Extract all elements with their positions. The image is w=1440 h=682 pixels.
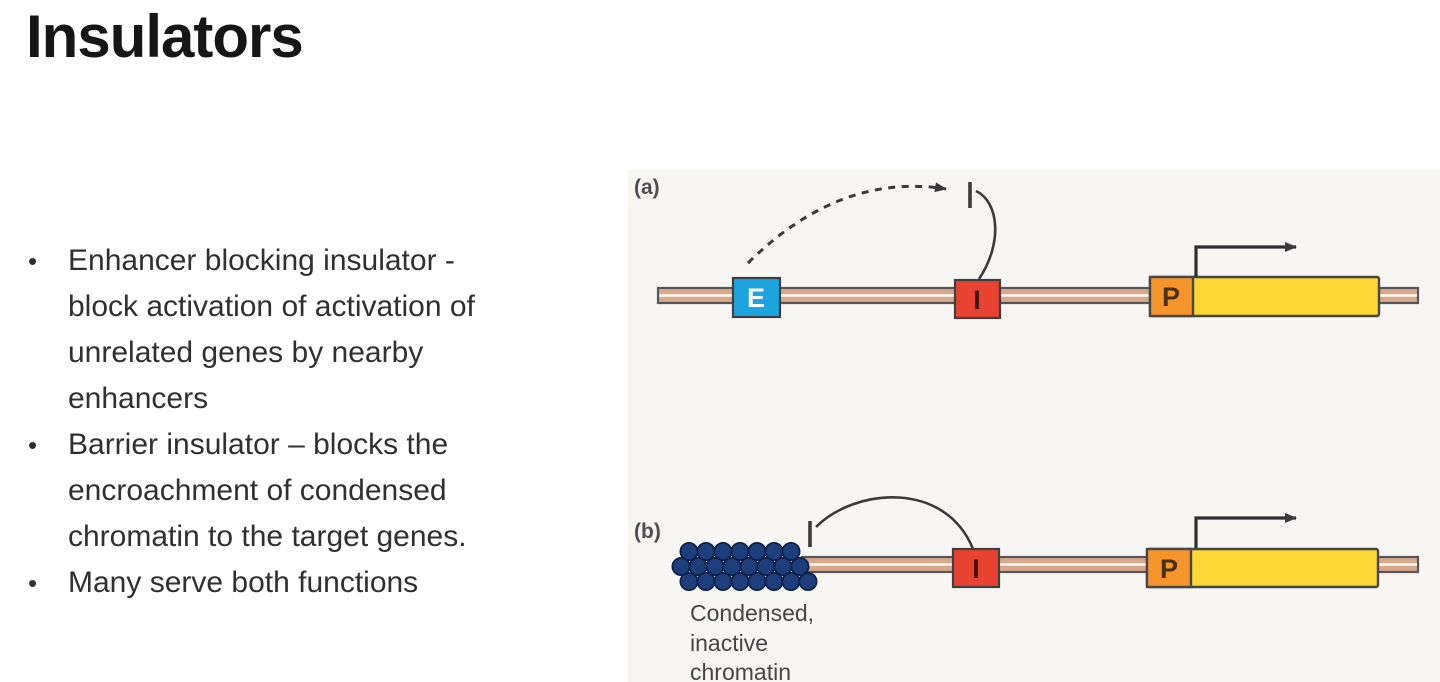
bullet-line: chromatin to the target genes. — [68, 520, 467, 553]
bullet-marker: • — [28, 430, 38, 460]
bullet-line: Many serve both functions — [68, 566, 419, 599]
bullet-marker: • — [28, 246, 38, 276]
page-title: Insulators — [26, 3, 304, 70]
panel-b: (b) — [634, 496, 1420, 682]
insulator-box-a: I — [953, 278, 1002, 320]
transcription-arrow-a — [1194, 242, 1297, 277]
bullet-item-both-functions: • Many serve both functions — [28, 560, 475, 606]
bullet-line: Barrier insulator – blocks the — [68, 428, 449, 461]
insulator-letter: I — [972, 554, 980, 584]
bullet-text: Enhancer blocking insulator - block acti… — [68, 238, 475, 422]
condensed-chromatin-cluster — [671, 542, 818, 592]
enhancer-box-a: E — [731, 276, 782, 319]
insulator-diagram: (a) E I P — [628, 170, 1440, 682]
bullet-text: Many serve both functions — [68, 560, 418, 606]
promoter-gene-a: P — [1148, 275, 1381, 318]
diagram-background — [628, 170, 1440, 682]
bullet-line: block activation of activation of — [68, 290, 475, 323]
bullet-line: Enhancer blocking insulator - — [68, 244, 455, 277]
enhancer-activation-dashed-arrow — [746, 182, 947, 265]
promoter-letter: P — [1160, 554, 1178, 584]
insulator-box-b: I — [951, 547, 1001, 589]
promoter-letter: P — [1162, 282, 1180, 312]
caption-line-2: inactive — [690, 630, 768, 656]
chromatin-caption: Condensed, inactive chromatin — [690, 600, 814, 682]
bullet-text: Barrier insulator – blocks the encroachm… — [68, 422, 467, 560]
promoter-gene-b: P — [1145, 547, 1380, 589]
insulator-block-curve-b — [815, 496, 975, 550]
caption-line-1: Condensed, — [690, 600, 814, 626]
bullet-list: • Enhancer blocking insulator - block ac… — [28, 238, 475, 606]
bullet-marker: • — [28, 568, 38, 598]
bullet-line: enhancers — [68, 382, 209, 415]
caption-line-3: chromatin — [690, 659, 791, 682]
bullet-item-barrier: • Barrier insulator – blocks the encroac… — [28, 422, 475, 560]
bullet-line: unrelated genes by nearby — [68, 336, 424, 369]
panel-b-label: (b) — [634, 520, 661, 543]
insulator-letter: I — [973, 285, 981, 315]
bullet-item-enhancer-blocking: • Enhancer blocking insulator - block ac… — [28, 238, 475, 422]
bullet-line: encroachment of condensed — [68, 474, 447, 507]
panel-a-label: (a) — [634, 176, 660, 199]
enhancer-letter: E — [747, 283, 765, 313]
transcription-arrow-b — [1194, 513, 1297, 548]
insulator-block-curve-a — [975, 189, 997, 280]
panel-a: (a) E I P — [634, 176, 1420, 320]
